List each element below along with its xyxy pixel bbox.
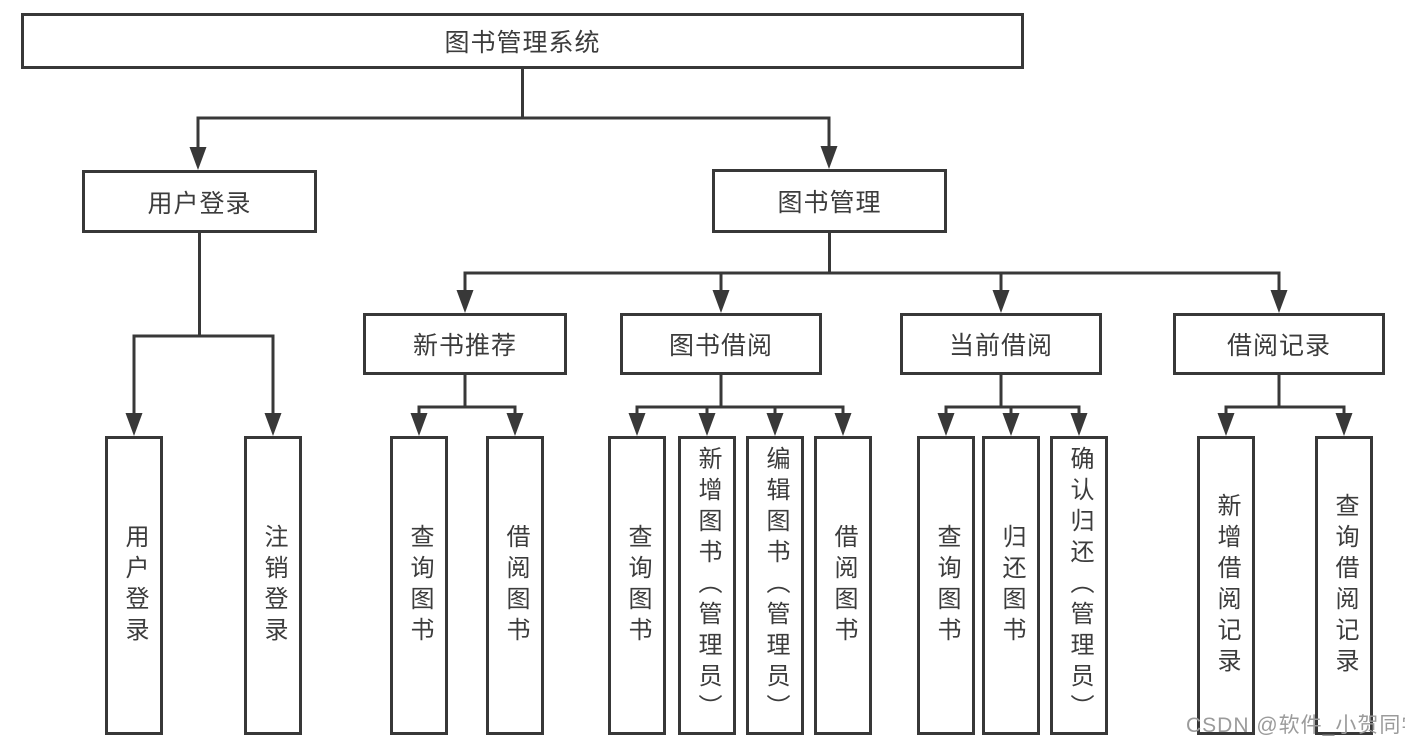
leaf-confirm-return-admin: 确认归还（管理员） [1050,436,1108,735]
leaf-borrow-books: 借阅图书 [814,436,872,735]
leaf-query-books-borrow: 查询图书 [608,436,666,735]
node-book-borrow: 图书借阅 [620,313,822,375]
node-book-management: 图书管理 [712,169,947,233]
leaf-return-books: 归还图书 [982,436,1040,735]
node-current-borrow: 当前借阅 [900,313,1102,375]
leaf-user-login: 用户登录 [105,436,163,735]
leaf-query-books-current: 查询图书 [917,436,975,735]
node-user-login: 用户登录 [82,170,317,233]
leaf-add-borrow-record: 新增借阅记录 [1197,436,1255,735]
node-new-book-recommend: 新书推荐 [363,313,567,375]
node-root: 图书管理系统 [21,13,1024,69]
leaf-edit-books-admin: 编辑图书（管理员） [746,436,804,735]
leaf-add-books-admin: 新增图书（管理员） [678,436,736,735]
leaf-borrow-books-recommend: 借阅图书 [486,436,544,735]
node-borrow-records: 借阅记录 [1173,313,1385,375]
leaf-query-books-recommend: 查询图书 [390,436,448,735]
leaf-logout: 注销登录 [244,436,302,735]
csdn-watermark: CSDN @软件_小贺同学 [1186,714,1405,737]
leaf-query-borrow-record: 查询借阅记录 [1315,436,1373,735]
